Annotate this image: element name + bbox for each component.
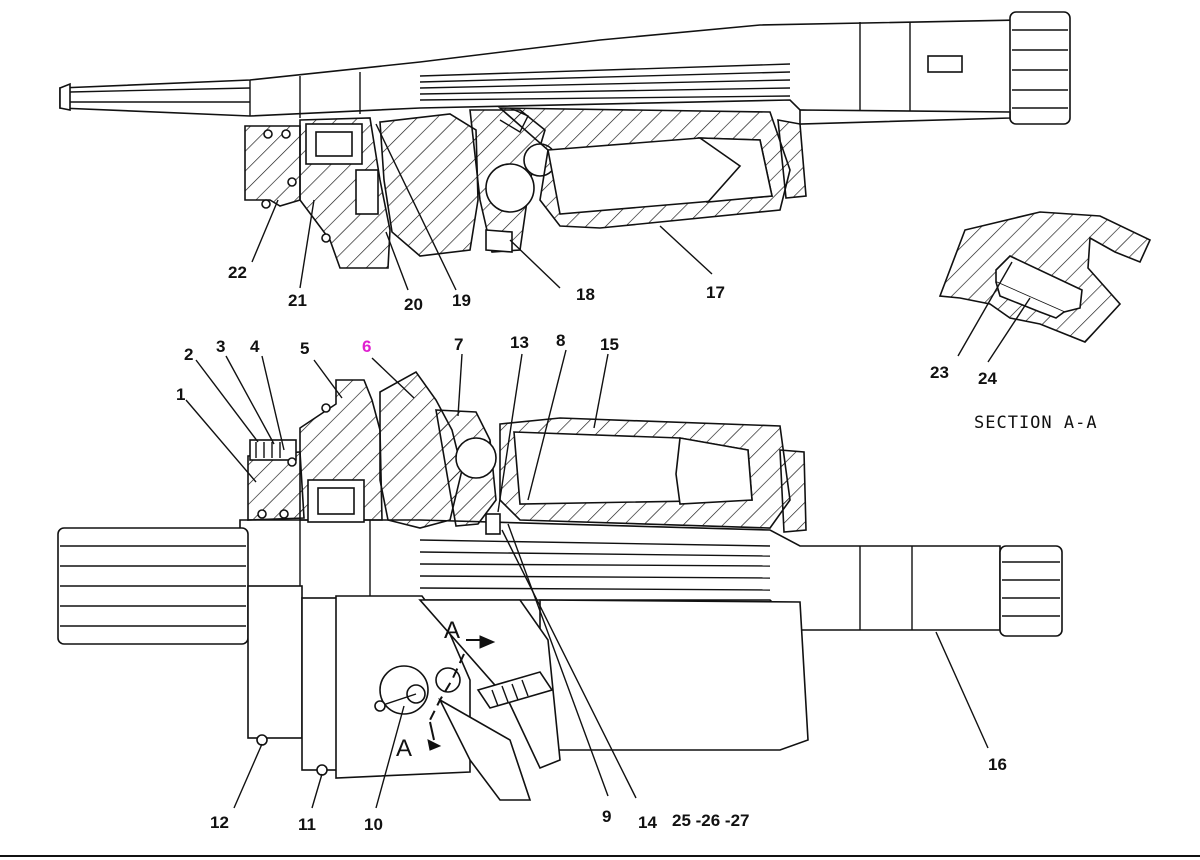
callout-2: 2 bbox=[184, 345, 193, 364]
bottom-assembly bbox=[57, 370, 1063, 801]
callout-19: 19 bbox=[452, 291, 471, 310]
top-seal-housing bbox=[244, 125, 301, 207]
callout-9: 9 bbox=[602, 807, 611, 826]
callout-23: 23 bbox=[930, 363, 949, 382]
bottom-ball-joint bbox=[455, 437, 497, 479]
top-shaft-keyway bbox=[927, 55, 963, 73]
callout-3: 3 bbox=[216, 337, 225, 356]
callout-11: 11 bbox=[298, 815, 316, 834]
top-shaft-grooves bbox=[419, 63, 791, 101]
callout-10: 10 bbox=[364, 815, 383, 834]
bottom-adjust-screw bbox=[476, 671, 554, 709]
callout-1: 1 bbox=[176, 385, 185, 404]
top-ball-joint bbox=[485, 163, 535, 213]
callout-18: 18 bbox=[576, 285, 595, 304]
top-shaft-spline bbox=[1009, 11, 1071, 125]
leader-lines bbox=[185, 123, 1031, 809]
section-marker-upper: A bbox=[444, 617, 460, 644]
callout-5: 5 bbox=[300, 339, 309, 358]
callout-24: 24 bbox=[978, 369, 997, 388]
callout-labels: 22 21 20 19 18 17 1 2 3 4 5 6 7 13 8 15 … bbox=[176, 263, 1098, 834]
bottom-valve-body bbox=[539, 599, 809, 751]
section-a-a-inset bbox=[938, 211, 1152, 343]
callout-8: 8 bbox=[556, 331, 565, 350]
callout-17: 17 bbox=[706, 283, 725, 302]
callout-20: 20 bbox=[404, 295, 423, 314]
callout-21: 21 bbox=[288, 291, 307, 310]
callout-25-26-27: 25 -26 -27 bbox=[672, 811, 750, 830]
page-bottom-rule bbox=[0, 855, 1200, 857]
top-shaft-left-tip bbox=[59, 82, 71, 111]
section-title: SECTION A-A bbox=[974, 413, 1098, 433]
bottom-right-spline bbox=[999, 545, 1063, 637]
callout-12: 12 bbox=[210, 813, 229, 832]
section-marker-lower: A bbox=[396, 735, 412, 762]
callout-15: 15 bbox=[600, 335, 619, 354]
bottom-set-screw bbox=[249, 439, 297, 461]
bottom-cover-left bbox=[247, 585, 303, 739]
section-cut-line bbox=[427, 635, 496, 751]
top-assembly bbox=[59, 11, 1071, 269]
bottom-shaft-grooves bbox=[419, 539, 771, 591]
callout-16: 16 bbox=[988, 755, 1007, 774]
callout-14: 14 bbox=[638, 813, 657, 832]
callout-7: 7 bbox=[454, 335, 463, 354]
callout-13: 13 bbox=[510, 333, 529, 352]
top-spacer bbox=[355, 169, 379, 215]
top-swash-plate bbox=[379, 113, 479, 257]
callout-4: 4 bbox=[250, 337, 260, 356]
top-end-cap bbox=[777, 119, 807, 199]
callout-6: 6 bbox=[362, 337, 371, 356]
top-shaft bbox=[59, 19, 1021, 119]
callout-22: 22 bbox=[228, 263, 247, 282]
bottom-end-cap bbox=[779, 449, 807, 533]
